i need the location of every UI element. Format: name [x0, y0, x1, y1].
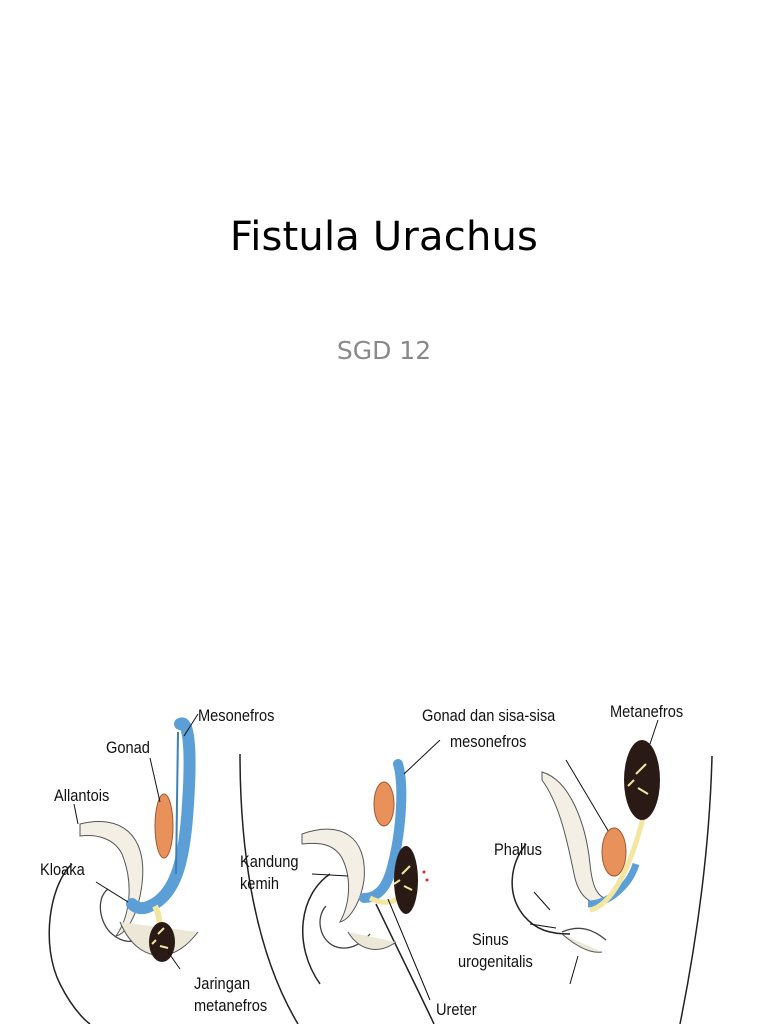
label-ureter: Ureter: [436, 1000, 477, 1019]
slide-title: Fistula Urachus: [229, 214, 539, 260]
label-phallus: Phallus: [494, 840, 542, 859]
panel-1-drawing: [48, 713, 299, 1024]
label-gonad: Gonad: [106, 738, 150, 757]
panel-2-drawing: [301, 739, 441, 1024]
label-metanefros-tissue: metanefros: [194, 996, 268, 1015]
label-gonad-sisa-line2: mesonefros: [450, 732, 527, 751]
label-kandung: Kandung: [240, 852, 299, 871]
panel-3-drawing: [511, 719, 713, 1024]
label-jaringan: Jaringan: [194, 974, 251, 993]
label-kloaka: Kloaka: [40, 860, 85, 879]
label-gonad-sisa-line1: Gonad dan sisa-sisa: [422, 706, 556, 725]
label-allantois: Allantois: [54, 786, 110, 805]
label-metanefros: Metanefros: [610, 702, 684, 721]
label-mesonefros: Mesonefros: [198, 706, 275, 725]
embryology-figure: Mesonefros Gonad Allantois Kloaka Jaring…: [30, 684, 732, 1024]
label-urogenitalis: urogenitalis: [458, 952, 533, 971]
slide-subtitle: SGD 12: [336, 336, 432, 365]
label-kemih: kemih: [240, 874, 280, 893]
label-sinus: Sinus: [472, 930, 509, 949]
embryology-illustration: [48, 713, 713, 1024]
